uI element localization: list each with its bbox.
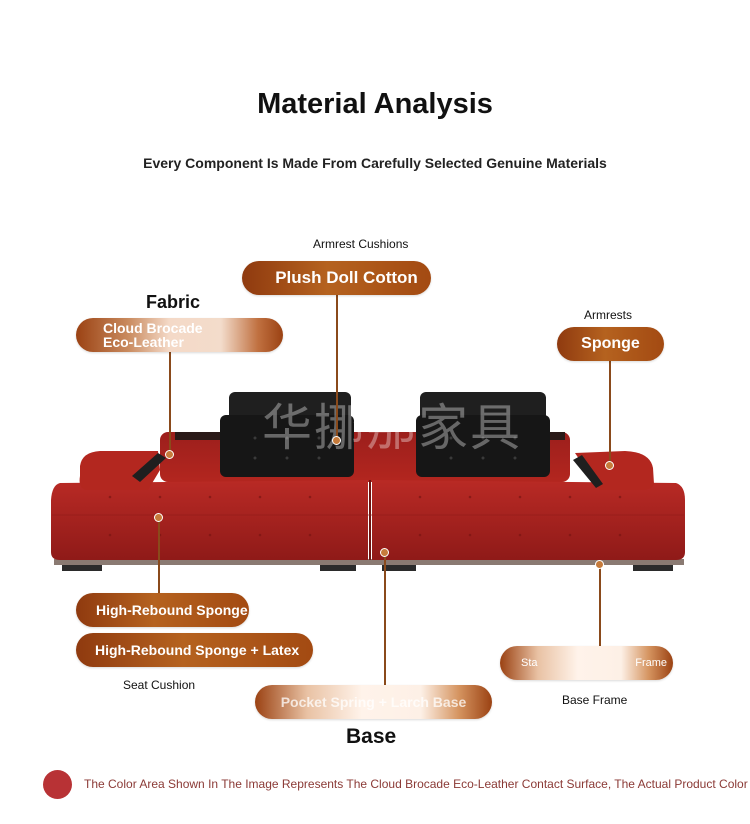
page-subtitle: Every Component Is Made From Carefully S… [143,155,607,171]
footnote: The Color Area Shown In The Image Repres… [84,777,750,791]
pill-pocket-spring-text: Pocket Spring + Larch Base [280,694,467,710]
pill-high-rebound-sponge-text: High-Rebound Sponge [96,602,248,618]
dot-armrests [605,461,614,470]
seat-left [51,480,368,560]
pill-sponge-text: Sponge [581,335,640,352]
page-title: Material Analysis [257,88,493,120]
pillow-front-left [220,415,354,477]
sofa-illustration [51,392,685,571]
label-armrests: Armrests [584,308,632,322]
pill-pocket-spring: Pocket Spring + Larch Base [255,685,492,719]
connector-armrests [609,361,611,466]
pill-steel-frame-left: Sta [521,657,538,669]
armrest-tray-right [573,455,603,488]
color-swatch [43,770,72,799]
tufting [108,495,622,537]
pill-plush-doll-cotton-text: Plush Doll Cotton [275,268,418,287]
pill-high-rebound-sponge: High-Rebound Sponge [76,593,249,627]
pill-cloud-brocade-line1: Cloud Brocade [103,320,203,336]
dot-base-frame [595,560,604,569]
pill-steel-frame: Sta Frame [500,646,673,680]
connector-fabric [169,352,171,455]
dot-seat-cushion [154,513,163,522]
connector-seat-cushion [158,517,160,595]
watermark: 华挪那家具 [262,399,522,457]
seat-right [372,480,685,560]
label-armrest-cushions: Armrest Cushions [313,237,409,251]
label-fabric: Fabric [146,292,201,312]
connector-base-frame [599,564,601,650]
pillow-front-right [416,415,550,477]
label-base: Base [346,725,397,748]
leg-4 [633,563,673,571]
pill-cloud-brocade: Cloud Brocade Eco-Leather [76,318,283,352]
pill-high-rebound-latex-text: High-Rebound Sponge + Latex [95,642,300,658]
dot-fabric [165,450,174,459]
pill-high-rebound-latex: High-Rebound Sponge + Latex [76,633,313,667]
leg-1 [62,563,102,571]
dot-armrest-cushions [332,436,341,445]
backrest-top-left [175,432,235,440]
armrest-tray-left [132,453,166,482]
dot-base [380,548,389,557]
pill-plush-doll-cotton: Plush Doll Cotton [242,261,431,295]
base-trim [54,559,684,565]
label-seat-cushion: Seat Cushion [123,678,196,692]
pill-sponge: Sponge [557,327,664,361]
connector-armrest-cushions [336,294,338,440]
pill-steel-frame-right: Frame [635,657,667,669]
leg-2 [320,563,356,571]
pill-cloud-brocade-line2: Eco-Leather [103,334,184,350]
label-base-frame: Base Frame [562,693,628,707]
connector-base [384,552,386,688]
leg-3 [382,563,416,571]
pillow-tufts [253,436,517,460]
